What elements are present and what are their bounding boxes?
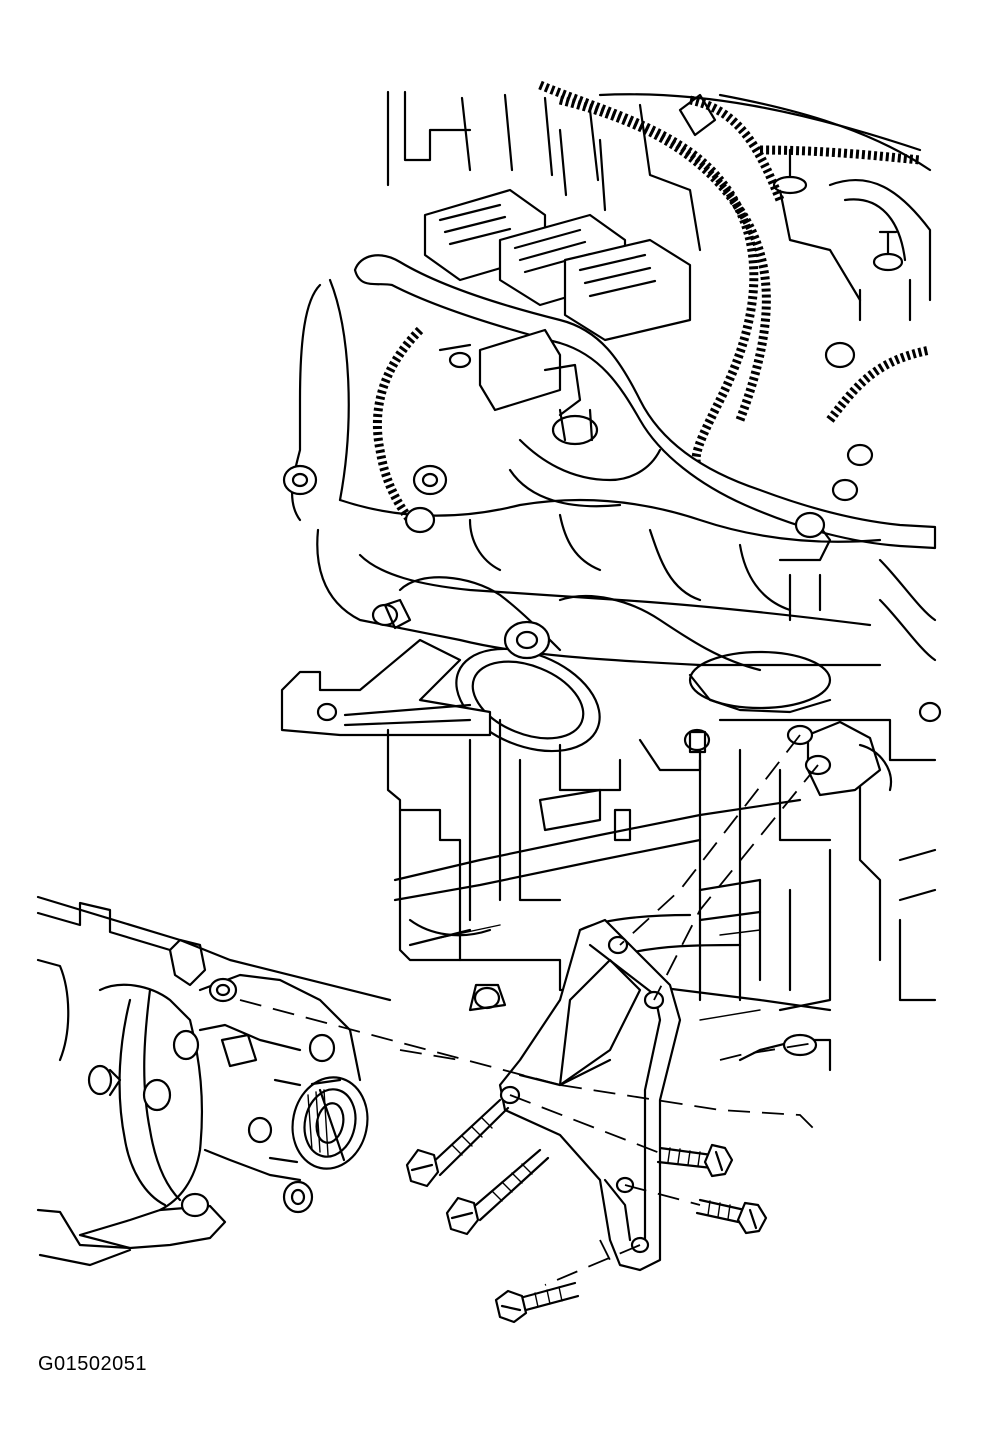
alignment-lines	[240, 735, 820, 1285]
transmission-housing	[38, 897, 390, 1265]
oil-pan	[388, 720, 935, 1080]
mount-bolt-4	[697, 1200, 766, 1233]
mount-bolt-5	[496, 1283, 578, 1322]
figure-code: G01502051	[38, 1353, 148, 1375]
engine-mount-bracket	[500, 920, 680, 1270]
ignition-coil-pack	[425, 105, 700, 340]
engine-side-bracket	[282, 640, 490, 735]
engine-block	[284, 280, 935, 670]
crank-sensor	[685, 703, 940, 795]
intake-manifold	[388, 92, 930, 320]
flywheel-housing	[441, 622, 830, 771]
wiring-harness	[377, 85, 930, 520]
mount-bolt-2	[447, 1150, 548, 1234]
mount-bolt-3	[658, 1145, 732, 1176]
mount-bolt-1	[407, 1100, 508, 1186]
